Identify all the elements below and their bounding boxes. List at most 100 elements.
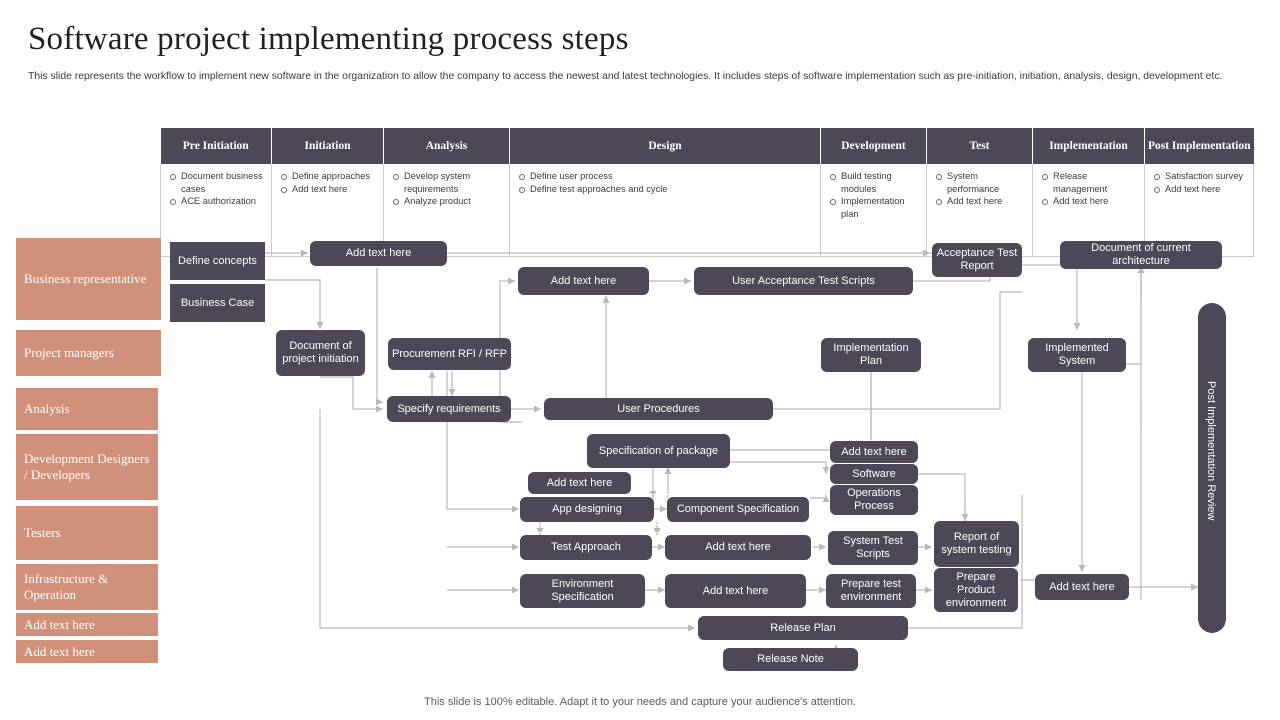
node-add-text-initiation[interactable]: Add text here — [310, 241, 447, 266]
role-bar-testers[interactable]: Testers — [16, 506, 158, 560]
role-label: Add text here — [24, 643, 95, 659]
list-item: Add text here — [1037, 195, 1140, 208]
bullet-list: Document business cases ACE authorizatio… — [165, 170, 267, 208]
node-label: Prepare test environment — [840, 578, 902, 603]
node-label: Procurement RFI / RFP — [392, 347, 507, 360]
bullet-list: Satisfaction survey Add text here — [1149, 170, 1249, 195]
phase-table-header-row: Pre Initiation Initiation Analysis Desig… — [160, 128, 1254, 164]
node-add-text-environment[interactable]: Add text here — [665, 574, 806, 608]
list-item: System performance — [931, 170, 1028, 195]
node-specify-requirements[interactable]: Specify requirements — [387, 396, 511, 422]
phase-header-initiation[interactable]: Initiation — [271, 128, 384, 164]
node-label: Document of current architecture — [1091, 242, 1191, 267]
node-add-text-design-top[interactable]: Add text here — [518, 267, 649, 295]
bullet-list: Define approaches Add text here — [276, 170, 379, 195]
node-label: Document of project initiation — [282, 340, 359, 365]
node-operations-process[interactable]: Operations Process — [830, 485, 918, 515]
node-label: Release Note — [757, 653, 824, 665]
list-item: Satisfaction survey — [1149, 170, 1249, 183]
node-component-specification[interactable]: Component Specification — [667, 497, 809, 522]
node-add-text-test[interactable]: Add text here — [665, 535, 811, 560]
node-release-plan[interactable]: Release Plan — [698, 616, 908, 640]
node-label: User Acceptance Test Scripts — [732, 274, 875, 287]
node-post-implementation-review[interactable]: Post Implementation Review — [1198, 303, 1226, 633]
node-label: Define concepts — [178, 254, 257, 267]
list-item: Add text here — [1149, 183, 1249, 196]
phase-header-design[interactable]: Design — [509, 128, 821, 164]
node-test-approach[interactable]: Test Approach — [520, 535, 652, 560]
role-label: Infrastructure & Operation — [24, 571, 109, 602]
bullet-list: Release management Add text here — [1037, 170, 1140, 208]
node-label: Add text here — [345, 247, 412, 259]
node-business-case[interactable]: Business Case — [170, 284, 265, 322]
phase-header-pre-initiation[interactable]: Pre Initiation — [160, 128, 272, 164]
node-release-note[interactable]: Release Note — [723, 648, 858, 671]
node-specification-of-package[interactable]: Specification of package — [587, 434, 730, 468]
list-item: Add text here — [931, 195, 1028, 208]
node-add-text-software-top[interactable]: Add text here — [830, 441, 918, 463]
node-label: Report of system testing — [941, 531, 1012, 556]
role-bar-development-designers-developers[interactable]: Development Designers / Developers — [16, 434, 158, 500]
node-label: Implemented System — [1045, 342, 1109, 367]
list-item: Analyze product — [388, 195, 505, 208]
node-acceptance-test-report[interactable]: Acceptance Test Report — [932, 243, 1022, 277]
footer-note: This slide is 100% editable. Adapt it to… — [424, 696, 856, 708]
node-add-text-app[interactable]: Add text here — [528, 472, 631, 494]
phase-cell-design: Define user process Define test approach… — [509, 164, 821, 257]
phase-cell-test: System performance Add text here — [926, 164, 1033, 257]
list-item: Develop system requirements — [388, 170, 505, 195]
role-bar-business-representative[interactable]: Business representative — [16, 238, 161, 320]
node-label: Specification of package — [598, 444, 719, 457]
role-bar-add-text-2[interactable]: Add text here — [16, 640, 158, 663]
node-label: Add text here — [1049, 580, 1115, 593]
node-label: User Procedures — [617, 402, 700, 415]
phase-header-post-implementation[interactable]: Post Implementation — [1144, 128, 1254, 164]
page-title: Software project implementing process st… — [28, 21, 629, 57]
node-implemented-system[interactable]: Implemented System — [1028, 338, 1126, 372]
node-add-text-implementation[interactable]: Add text here — [1035, 574, 1129, 600]
node-document-of-project-initiation[interactable]: Document of project initiation — [276, 330, 365, 376]
bullet-list: Define user process Define test approach… — [514, 170, 816, 195]
node-label: Business Case — [180, 296, 255, 309]
node-procurement-rfi-rfp[interactable]: Procurement RFI / RFP — [388, 338, 511, 370]
role-bar-add-text-1[interactable]: Add text here — [16, 613, 158, 636]
phase-header-analysis[interactable]: Analysis — [383, 128, 510, 164]
node-label: Implementation Plan — [833, 342, 909, 367]
phase-header-development[interactable]: Development — [820, 128, 927, 164]
phase-cell-development: Build testing modules Implementation pla… — [820, 164, 927, 257]
role-bar-project-managers[interactable]: Project managers — [16, 330, 161, 376]
node-label: Add text here — [705, 541, 771, 553]
group-design-row-1 — [518, 494, 810, 525]
node-label: Acceptance Test Report — [936, 247, 1018, 272]
node-label: Post Implementation Review — [1205, 381, 1217, 521]
list-item: Build testing modules — [825, 170, 922, 195]
bullet-list: Build testing modules Implementation pla… — [825, 170, 922, 220]
list-item: Release management — [1037, 170, 1140, 195]
node-prepare-test-environment[interactable]: Prepare test environment — [826, 574, 916, 608]
role-label: Testers — [24, 525, 61, 540]
node-user-procedures[interactable]: User Procedures — [544, 398, 773, 420]
node-environment-specification[interactable]: Environment Specification — [520, 574, 645, 608]
list-item: Document business cases — [165, 170, 267, 195]
phase-header-test[interactable]: Test — [926, 128, 1033, 164]
node-label: Add text here — [841, 445, 907, 458]
node-implementation-plan[interactable]: Implementation Plan — [821, 338, 921, 372]
list-item: Define test approaches and cycle — [514, 183, 816, 196]
node-document-of-current-architecture[interactable]: Document of current architecture — [1060, 241, 1222, 269]
bullet-list: Develop system requirements Analyze prod… — [388, 170, 505, 208]
role-bar-analysis[interactable]: Analysis — [16, 388, 158, 430]
node-report-of-system-testing[interactable]: Report of system testing — [934, 521, 1019, 567]
list-item: Add text here — [276, 183, 379, 196]
node-app-designing[interactable]: App designing — [520, 497, 654, 522]
role-bar-infrastructure-operation[interactable]: Infrastructure & Operation — [16, 564, 158, 610]
node-system-test-scripts[interactable]: System Test Scripts — [828, 531, 918, 565]
node-label: Environment Specification — [551, 578, 614, 603]
list-item: Implementation plan — [825, 195, 922, 220]
phase-header-implementation[interactable]: Implementation — [1032, 128, 1145, 164]
node-software[interactable]: Software — [830, 464, 918, 484]
list-item: ACE authorization — [165, 195, 267, 208]
node-user-acceptance-test-scripts[interactable]: User Acceptance Test Scripts — [694, 267, 913, 295]
node-prepare-product-environment[interactable]: Prepare Product environment — [934, 568, 1018, 612]
node-define-concepts[interactable]: Define concepts — [170, 242, 265, 280]
node-label: System Test Scripts — [843, 535, 903, 560]
